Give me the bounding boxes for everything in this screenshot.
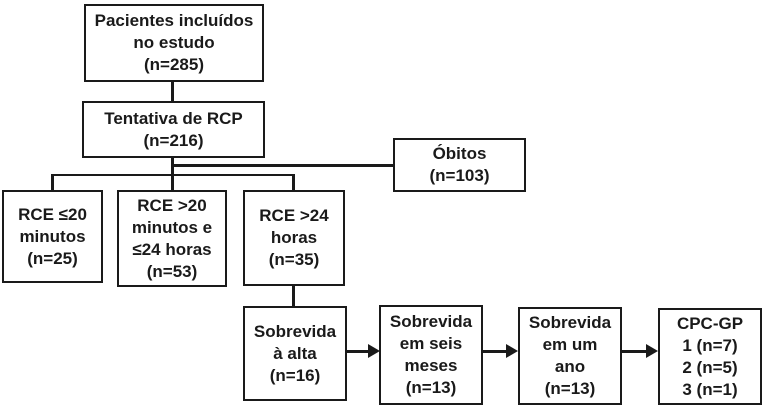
node-sobrevida-seis-meses: Sobrevida em seis meses (n=13) <box>379 305 483 405</box>
node-text-line: Sobrevida <box>389 312 473 331</box>
node-rce-24h: RCE >24 horas (n=35) <box>243 190 345 286</box>
node-text-line: 2 (n=5) <box>682 357 738 377</box>
node-text-line: à alta <box>273 343 317 363</box>
node-text-line: RCE >20 <box>137 195 207 215</box>
node-tentativa-rcp: Tentativa de RCP (n=216) <box>82 101 265 158</box>
node-text-line: horas <box>270 228 318 247</box>
node-sobrevida-alta: Sobrevida à alta (n=16) <box>243 306 347 401</box>
node-text-line: em seis <box>399 334 463 353</box>
node-text-line: ano <box>554 357 586 376</box>
arrowhead-right-icon <box>506 344 518 358</box>
node-text-line: Pacientes incluídos <box>94 11 254 30</box>
node-text-line: (n=16) <box>269 365 321 385</box>
node-text-line: meses <box>404 356 458 375</box>
arrow-um-ano-to-cpc-gp <box>622 350 647 353</box>
node-text-line: (n=103) <box>429 166 490 185</box>
node-sobrevida-um-ano: Sobrevida em um ano (n=13) <box>518 307 622 405</box>
node-text-line: minutos e <box>131 217 213 237</box>
node-text-line: RCE ≤20 <box>18 204 87 224</box>
arrowhead-right-icon <box>646 344 658 358</box>
node-text-line: minutos <box>19 226 86 246</box>
node-text-line: (n=13) <box>405 378 457 397</box>
node-cpc-gp: CPC-GP 1 (n=7) 2 (n=5) 3 (n=1) <box>658 308 762 405</box>
connector-distribution-bar <box>51 173 295 176</box>
node-text-line: (n=35) <box>268 250 320 269</box>
node-text-line: (n=216) <box>143 130 204 150</box>
node-obitos: Óbitos (n=103) <box>393 138 526 192</box>
connector-pacientes-to-tentativa <box>171 82 174 101</box>
arrow-seis-meses-to-um-ano <box>483 350 507 353</box>
node-text-line: RCE >24 <box>259 206 329 225</box>
node-text-line: Tentativa de RCP <box>104 108 243 128</box>
node-text-line: em um <box>542 335 598 354</box>
connector-stub-rce-24h <box>292 173 295 190</box>
connector-rce24h-to-sobrevida-alta <box>292 286 295 306</box>
connector-tentativa-to-obitos <box>171 164 393 167</box>
node-text-line: 1 (n=7) <box>682 335 738 355</box>
node-text-line: Sobrevida <box>528 313 612 332</box>
node-text-line: Óbitos <box>432 144 487 163</box>
node-text-line: (n=53) <box>146 261 198 281</box>
node-text-line: (n=13) <box>544 379 596 398</box>
node-rce-20min: RCE ≤20 minutos (n=25) <box>2 190 103 283</box>
node-text-line: Sobrevida <box>253 321 337 341</box>
node-pacientes-incluidos: Pacientes incluídos no estudo (n=285) <box>84 4 264 82</box>
connector-stub-rce-20min <box>51 173 54 190</box>
arrowhead-right-icon <box>368 344 380 358</box>
arrow-alta-to-seis-meses <box>347 350 370 353</box>
node-text-line: CPC-GP <box>676 313 744 333</box>
node-text-line: ≤24 horas <box>132 239 212 259</box>
node-text-line: (n=25) <box>27 248 78 268</box>
node-rce-20min-24h: RCE >20 minutos e ≤24 horas (n=53) <box>117 190 227 287</box>
node-text-line: (n=285) <box>144 55 204 74</box>
node-text-line: 3 (n=1) <box>682 379 738 399</box>
node-text-line: no estudo <box>133 33 215 52</box>
